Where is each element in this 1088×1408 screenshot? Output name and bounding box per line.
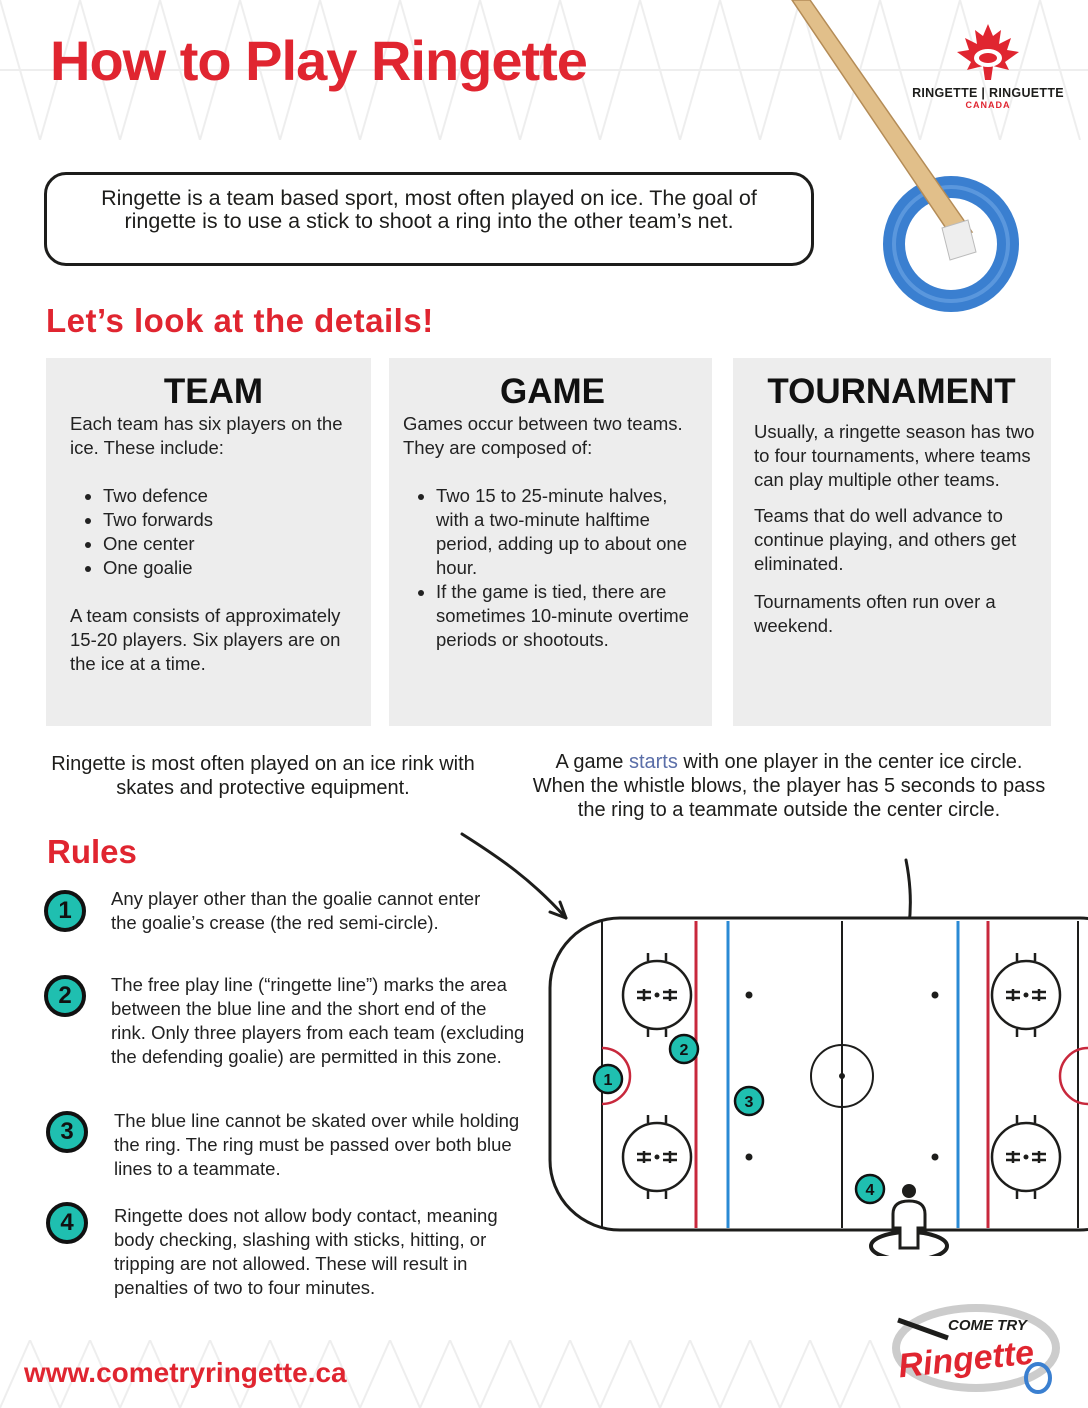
tournament-card-p1: Usually, a ringette season has two to fo… [754, 421, 1035, 490]
logo-text: RINGETTE | RINGUETTE [912, 86, 1064, 100]
page-title: How to Play Ringette [50, 29, 588, 92]
game-card-title: GAME [500, 372, 605, 411]
intro-text: Ringette is a team based sport, most oft… [101, 186, 757, 233]
faceoff-circle [621, 1121, 693, 1193]
brand-top-text: COME TRY [948, 1317, 1029, 1334]
list-item: If the game is tied, there are sometimes… [436, 580, 702, 652]
rule-text: The free play line (“ringette line”) mar… [111, 974, 525, 1067]
rink-marker-label: 4 [866, 1182, 875, 1199]
game-card: GAME Games occur between two teams. They… [389, 358, 712, 726]
rink-diagram: 1 2 3 4 [548, 916, 1088, 1256]
rink-marker-label: 1 [604, 1072, 613, 1089]
faceoff-circle [990, 1121, 1062, 1193]
rule-number-badge: 3 [46, 1111, 88, 1153]
ringette-canada-logo: RINGETTE | RINGUETTE CANADA [900, 22, 1076, 120]
faceoff-circle [990, 959, 1062, 1031]
rule-number-badge: 2 [44, 975, 86, 1017]
rule-text: Any player other than the goalie cannot … [111, 888, 481, 933]
list-item: Two forwards [103, 508, 357, 532]
arrow-to-rink [460, 832, 568, 920]
details-heading: Let’s look at the details! [46, 302, 434, 339]
team-list: Two defence Two forwards One center One … [70, 484, 357, 580]
rule-text: The blue line cannot be skated over whil… [114, 1110, 520, 1179]
team-card-title: TEAM [163, 372, 264, 411]
game-list: Two 15 to 25-minute halves, with a two-m… [403, 484, 702, 652]
rink-note: Ringette is most often played on an ice … [51, 753, 475, 799]
game-start-highlight: starts [628, 751, 678, 773]
team-card-intro: Each team has six players on the ice. Th… [70, 413, 343, 458]
website-link[interactable]: www.cometryringette.ca [24, 1357, 347, 1388]
brand-main-text: Ringette [897, 1333, 1036, 1385]
rink-marker: 2 [668, 1033, 700, 1065]
rule-number-badge: 4 [46, 1202, 88, 1244]
game-start-text-b: with one player in the center ice circle… [532, 751, 1046, 821]
rink-marker-label: 2 [680, 1042, 689, 1059]
rink-marker: 1 [592, 1063, 624, 1095]
faceoff-circles [621, 953, 1062, 1199]
maple-leaf-icon [957, 24, 1019, 80]
rule-number-badge: 1 [44, 890, 86, 932]
rink-marker-label: 3 [745, 1094, 754, 1111]
come-try-ringette-logo: COME TRY Ringette [892, 1304, 1060, 1394]
header-pattern [0, 0, 1088, 140]
faceoff-dot [654, 992, 660, 998]
player-figure [869, 1184, 949, 1256]
team-card: TEAM Each team has six players on the ic… [46, 358, 371, 726]
rink-marker: 4 [854, 1173, 886, 1205]
list-item: One goalie [103, 556, 357, 580]
faceoff-circle [621, 959, 693, 1031]
rule-text: Ringette does not allow body contact, me… [114, 1205, 498, 1298]
faceoff-dot [1023, 992, 1029, 998]
list-item: One center [103, 532, 357, 556]
rules-heading: Rules [47, 833, 137, 870]
list-item: Two 15 to 25-minute halves, with a two-m… [436, 484, 702, 580]
logo-subtext: CANADA [965, 100, 1011, 110]
tournament-card: TOURNAMENT Usually, a ringette season ha… [733, 358, 1051, 726]
list-item: Two defence [103, 484, 357, 508]
team-card-outro: A team consists of approximately 15-20 p… [70, 605, 341, 674]
stick-and-ring-illustration [791, 0, 1019, 312]
tournament-card-p3: Tournaments often run over a weekend. [754, 591, 996, 636]
intro-box: Ringette is a team based sport, most oft… [44, 172, 814, 266]
faceoff-dot [654, 1154, 660, 1160]
game-start-note: A game starts with one player in the cen… [528, 750, 1050, 822]
game-card-intro: Games occur between two teams. They are … [403, 413, 683, 458]
tournament-card-p2: Teams that do well advance to continue p… [754, 505, 1017, 574]
faceoff-dot [1023, 1154, 1029, 1160]
game-start-text-a: A game [555, 751, 629, 773]
rink-marker: 3 [733, 1085, 765, 1117]
tournament-card-title: TOURNAMENT [767, 372, 1016, 411]
